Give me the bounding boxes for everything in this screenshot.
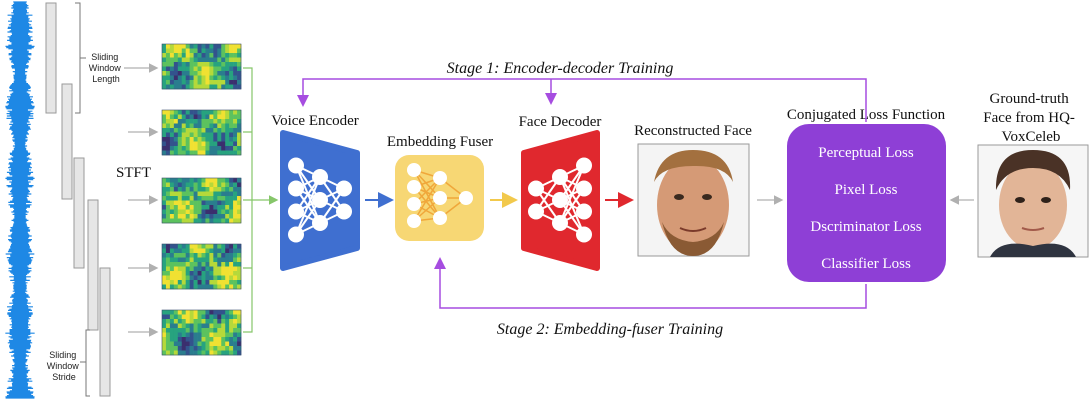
stage1-label: Stage 1: Encoder-decoder Training — [447, 60, 674, 77]
stride-bracket — [80, 329, 90, 397]
face-decoder-label: Face Decoder — [519, 114, 602, 130]
loss-list: Perceptual Loss Pixel Loss Dscriminator … — [810, 145, 921, 272]
window-to-spectrogram-arrows — [124, 63, 159, 337]
loss-function-block — [787, 124, 946, 282]
spectrogram — [161, 177, 242, 224]
spectrogram — [161, 309, 242, 356]
spectrogram — [161, 43, 242, 90]
stage2-label: Stage 2: Embedding-fuser Training — [497, 321, 723, 338]
loss-item: Pixel Loss — [835, 182, 898, 198]
loss-item: Classifier Loss — [821, 256, 911, 272]
spectrogram-merge-connector — [243, 67, 253, 333]
window-frame — [61, 83, 73, 200]
stage1-arrow-to-encoder — [297, 78, 867, 122]
sliding-window-stride-label: Sliding Window Stride — [47, 350, 82, 382]
window-frame — [45, 2, 57, 114]
face-photo-icon — [637, 143, 750, 257]
window-frame — [73, 157, 85, 269]
ground-truth-label: Ground-truth Face from HQ- VoxCeleb — [983, 91, 1078, 145]
sliding-window-length-label: Sliding Window Length — [89, 52, 124, 84]
spectrogram — [161, 109, 242, 156]
spectrogram — [161, 243, 242, 290]
fusion-network-icon — [407, 163, 473, 228]
stft-label: STFT — [116, 165, 151, 181]
embedding-fuser-label: Embedding Fuser — [387, 134, 493, 150]
length-bracket — [75, 2, 86, 114]
loss-item: Perceptual Loss — [818, 145, 914, 161]
audio-waveform — [5, 1, 35, 399]
spectrograms — [161, 43, 242, 356]
window-frame — [99, 267, 111, 397]
stage2-arrow-to-fuser — [434, 257, 867, 309]
reconstructed-face-label: Reconstructed Face — [634, 123, 752, 139]
sliding-windows — [45, 2, 111, 397]
face-photo-icon — [977, 144, 1089, 258]
voice-encoder-label: Voice Encoder — [271, 113, 359, 129]
loss-item: Dscriminator Loss — [810, 219, 921, 235]
neural-network-icon — [528, 157, 592, 243]
window-frame — [87, 199, 99, 331]
neural-network-icon — [288, 157, 352, 243]
